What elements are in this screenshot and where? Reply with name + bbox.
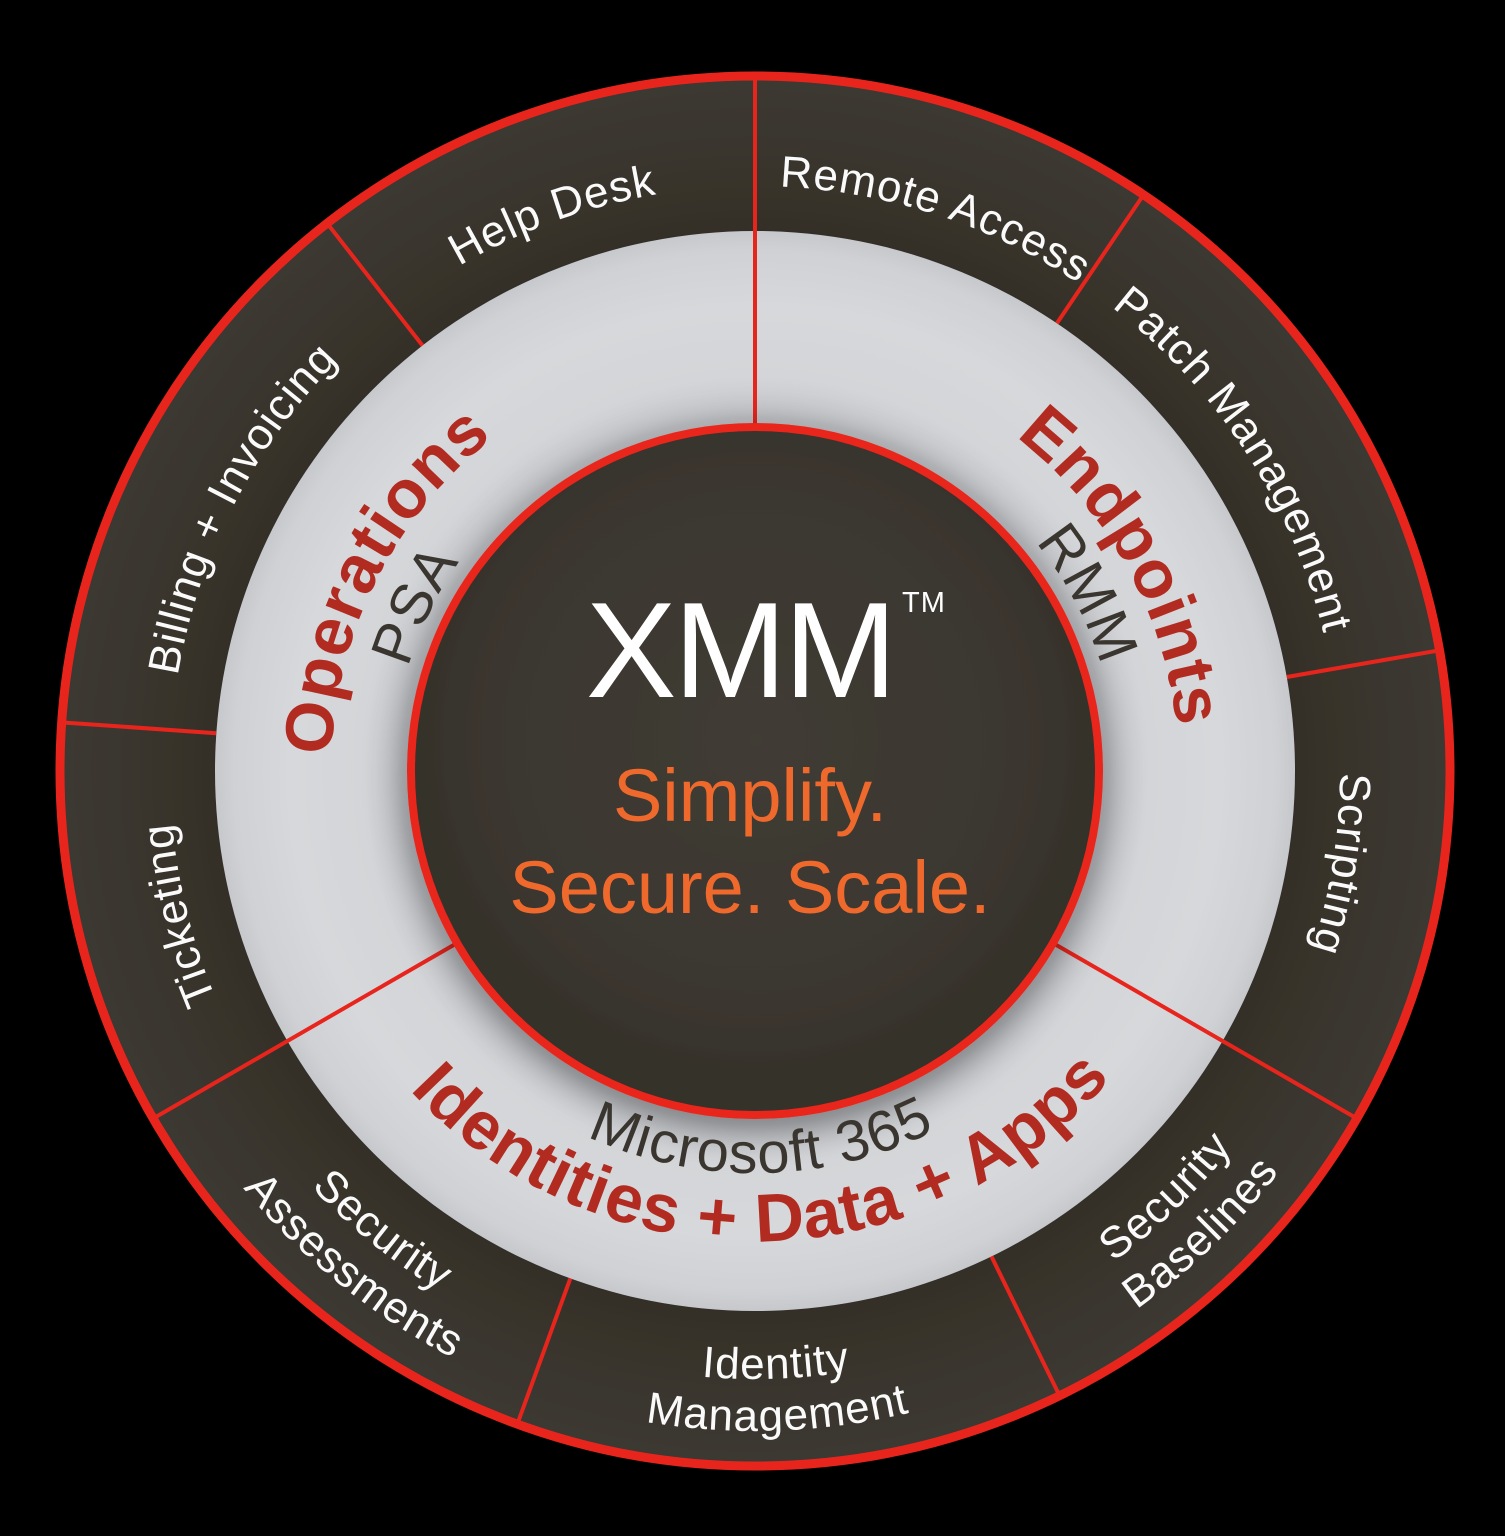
tagline-line2: Secure. Scale. (509, 846, 990, 929)
segment-divider (989, 1255, 1063, 1399)
segment-divider (514, 1277, 573, 1427)
center-content: XMM TM Simplify. Secure. Scale. (509, 574, 990, 929)
outer-label-identity-management: Identity (701, 1333, 853, 1389)
brand-wordmark: XMM (586, 574, 894, 726)
segment-divider (59, 720, 217, 736)
segment-divider (324, 220, 425, 347)
segment-divider (1286, 648, 1442, 679)
section-dividers (150, 74, 1360, 1122)
center-circle (407, 423, 1103, 1119)
trademark-symbol: TM (902, 587, 946, 619)
service-dividers (59, 192, 1442, 1427)
tagline-line1: Simplify. (613, 754, 887, 837)
segment-divider (1055, 192, 1147, 325)
segment-divider (150, 939, 462, 1122)
segment-divider (1048, 939, 1360, 1122)
